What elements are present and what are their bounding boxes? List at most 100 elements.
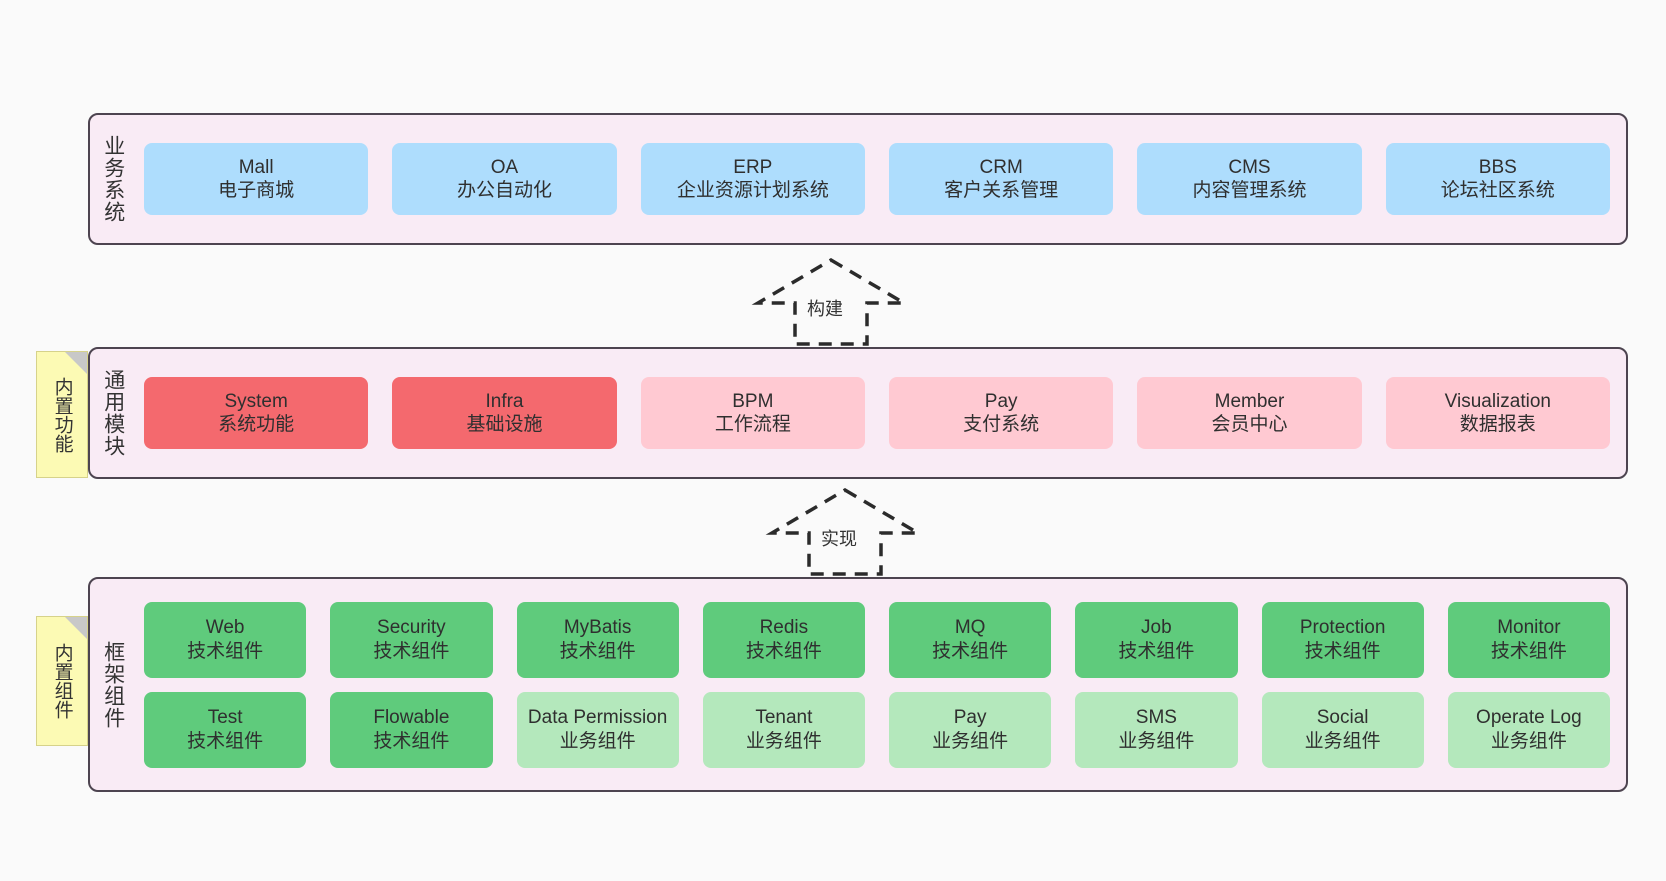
node-label-en: Monitor xyxy=(1497,617,1561,639)
node-label-cn: 技术组件 xyxy=(1304,640,1381,662)
node-label-en: Social xyxy=(1316,707,1369,729)
node-label-en: Operate Log xyxy=(1476,707,1582,729)
node-label-cn: 客户关系管理 xyxy=(944,180,1059,201)
node-label-en: MQ xyxy=(954,617,986,639)
node-label-cn: 技术组件 xyxy=(373,730,450,752)
note-label: 内置功能 xyxy=(51,376,73,453)
node-label-cn: 业务组件 xyxy=(745,730,822,752)
layer-framework-components: 框架组件 Web 技术组件 Security 技术组件 MyBatis 技术组件… xyxy=(88,577,1628,792)
note-builtin-features: 内置功能 xyxy=(36,351,88,478)
node-erp[interactable]: ERP 企业资源计划系统 xyxy=(640,143,865,215)
node-bpm[interactable]: BPM 工作流程 xyxy=(640,377,865,449)
node-label-cn: 论坛社区系统 xyxy=(1440,180,1555,201)
node-monitor[interactable]: Monitor 技术组件 xyxy=(1447,601,1610,678)
node-data-permission[interactable]: Data Permission 业务组件 xyxy=(516,691,679,768)
node-label-en: Security xyxy=(377,617,446,639)
connector-label-implement: 实现 xyxy=(818,525,860,551)
node-label-cn: 技术组件 xyxy=(1118,640,1195,662)
node-flowable[interactable]: Flowable 技术组件 xyxy=(330,691,493,768)
connector-label-build: 构建 xyxy=(804,295,846,321)
dashed-up-arrow-icon xyxy=(765,487,925,576)
node-web[interactable]: Web 技术组件 xyxy=(144,601,307,678)
node-label-cn: 会员中心 xyxy=(1211,414,1288,435)
node-label-en: Mall xyxy=(238,156,274,178)
node-label-en: Infra xyxy=(485,390,524,412)
node-label-en: Flowable xyxy=(373,707,450,729)
node-mq[interactable]: MQ 技术组件 xyxy=(889,601,1052,678)
node-mybatis[interactable]: MyBatis 技术组件 xyxy=(516,601,679,678)
node-crm[interactable]: CRM 客户关系管理 xyxy=(888,143,1114,215)
node-label-cn: 技术组件 xyxy=(559,640,636,662)
node-label-en: CRM xyxy=(979,156,1023,178)
node-sms[interactable]: SMS 业务组件 xyxy=(1075,691,1238,768)
node-label-en: Protection xyxy=(1299,617,1386,639)
node-label-en: Web xyxy=(205,617,245,639)
node-label-cn: 工作流程 xyxy=(714,414,791,435)
node-label-en: Redis xyxy=(759,617,809,639)
node-label-cn: 业务组件 xyxy=(1118,730,1195,752)
node-label-cn: 内容管理系统 xyxy=(1192,180,1307,201)
node-job[interactable]: Job 技术组件 xyxy=(1075,601,1238,678)
node-protection[interactable]: Protection 技术组件 xyxy=(1261,601,1424,678)
node-tenant[interactable]: Tenant 业务组件 xyxy=(702,691,865,768)
note-builtin-components: 内置组件 xyxy=(36,616,88,746)
layer-common-modules: 通用模块 System 系统功能 Infra 基础设施 BPM 工作流程 Pay… xyxy=(88,347,1628,479)
node-label-cn: 办公自动化 xyxy=(456,180,552,201)
node-label-cn: 业务组件 xyxy=(1490,730,1567,752)
node-label-cn: 业务组件 xyxy=(1304,730,1381,752)
node-bbs[interactable]: BBS 论坛社区系统 xyxy=(1385,143,1610,215)
node-label-en: System xyxy=(224,390,288,412)
node-operate-log[interactable]: Operate Log 业务组件 xyxy=(1447,691,1610,768)
node-label-cn: 系统功能 xyxy=(218,414,295,435)
node-label-cn: 技术组件 xyxy=(187,640,264,662)
dashed-up-arrow-icon xyxy=(751,257,911,346)
node-label-en: Data Permission xyxy=(527,707,668,729)
node-label-cn: 业务组件 xyxy=(559,730,636,752)
node-system[interactable]: System 系统功能 xyxy=(144,377,369,449)
node-oa[interactable]: OA 办公自动化 xyxy=(392,143,617,215)
node-label-cn: 业务组件 xyxy=(932,730,1009,752)
node-label-en: ERP xyxy=(733,156,773,178)
layer-body-business: Mall 电子商城 OA 办公自动化 ERP 企业资源计划系统 CRM 客户关系… xyxy=(136,115,1626,243)
node-pay-business[interactable]: Pay 业务组件 xyxy=(889,691,1052,768)
node-label-en: Tenant xyxy=(755,707,813,729)
node-pay[interactable]: Pay 支付系统 xyxy=(888,377,1114,449)
node-label-cn: 技术组件 xyxy=(373,640,450,662)
node-label-en: Test xyxy=(207,707,243,729)
node-label-cn: 基础设施 xyxy=(466,414,543,435)
node-mall[interactable]: Mall 电子商城 xyxy=(144,143,369,215)
node-row: Test 技术组件 Flowable 技术组件 Data Permission … xyxy=(144,691,1610,768)
note-label: 内置组件 xyxy=(51,643,73,719)
node-row: Web 技术组件 Security 技术组件 MyBatis 技术组件 Redi… xyxy=(144,601,1610,678)
layer-body-common: System 系统功能 Infra 基础设施 BPM 工作流程 Pay 支付系统… xyxy=(136,349,1626,477)
node-social[interactable]: Social 业务组件 xyxy=(1261,691,1424,768)
layer-body-framework: Web 技术组件 Security 技术组件 MyBatis 技术组件 Redi… xyxy=(136,579,1626,790)
node-label-en: Job xyxy=(1141,617,1172,639)
node-label-en: Member xyxy=(1214,390,1285,412)
node-label-cn: 电子商城 xyxy=(218,180,295,201)
node-infra[interactable]: Infra 基础设施 xyxy=(392,377,617,449)
node-label-en: CMS xyxy=(1228,156,1271,178)
node-label-en: MyBatis xyxy=(563,617,632,639)
node-label-cn: 技术组件 xyxy=(187,730,264,752)
node-label-cn: 技术组件 xyxy=(932,640,1009,662)
node-label-en: Pay xyxy=(953,707,987,729)
node-cms[interactable]: CMS 内容管理系统 xyxy=(1137,143,1362,215)
node-visualization[interactable]: Visualization 数据报表 xyxy=(1385,377,1610,449)
node-label-en: Pay xyxy=(984,390,1018,412)
node-row: System 系统功能 Infra 基础设施 BPM 工作流程 Pay 支付系统… xyxy=(144,377,1610,449)
connector-implement: 实现 xyxy=(765,487,925,576)
node-test[interactable]: Test 技术组件 xyxy=(144,691,307,768)
node-security[interactable]: Security 技术组件 xyxy=(330,601,493,678)
node-label-cn: 企业资源计划系统 xyxy=(676,180,829,201)
layer-business-systems: 业务系统 Mall 电子商城 OA 办公自动化 ERP 企业资源计划系统 CRM… xyxy=(88,113,1628,245)
node-label-cn: 技术组件 xyxy=(745,640,822,662)
node-label-en: SMS xyxy=(1135,707,1177,729)
node-label-en: Visualization xyxy=(1444,390,1551,412)
node-label-cn: 数据报表 xyxy=(1459,414,1536,435)
node-member[interactable]: Member 会员中心 xyxy=(1137,377,1362,449)
node-row: Mall 电子商城 OA 办公自动化 ERP 企业资源计划系统 CRM 客户关系… xyxy=(144,143,1610,215)
node-redis[interactable]: Redis 技术组件 xyxy=(702,601,865,678)
connector-build: 构建 xyxy=(751,257,911,346)
